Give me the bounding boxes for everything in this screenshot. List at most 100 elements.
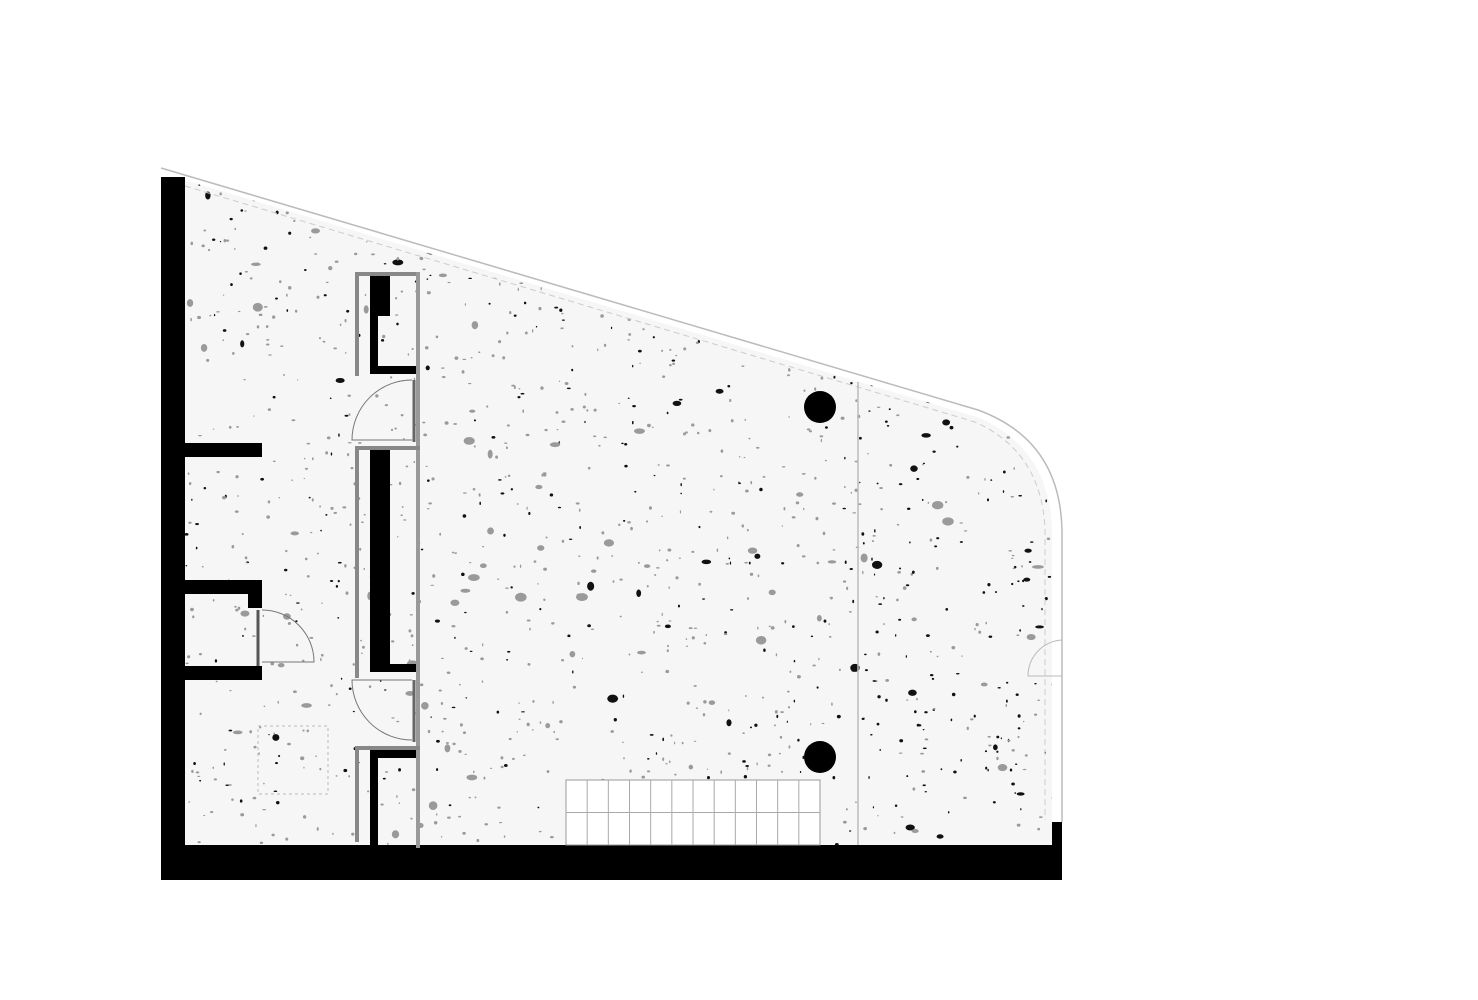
speckle [267, 500, 271, 504]
door-core-lower[interactable] [351, 679, 416, 742]
speckle [627, 339, 631, 341]
speckle [799, 203, 802, 207]
speckle [963, 530, 968, 532]
speckle [870, 384, 874, 387]
speckle [549, 835, 554, 839]
speckle [447, 281, 451, 284]
speckle [509, 311, 512, 315]
speckle [1006, 436, 1011, 439]
speckle [724, 631, 727, 634]
speckle [469, 409, 476, 413]
speckle [698, 582, 701, 586]
speckle [963, 224, 965, 229]
speckle [755, 446, 760, 449]
speckle [517, 287, 519, 292]
speckle [960, 758, 962, 762]
speckle [977, 196, 980, 198]
speckle [908, 689, 917, 696]
speckle [652, 336, 655, 339]
speckle [898, 752, 903, 754]
speckle [876, 406, 881, 408]
speckle [428, 252, 433, 256]
speckle [803, 507, 805, 511]
speckle [504, 587, 509, 589]
speckle [900, 816, 904, 818]
speckle [975, 622, 979, 627]
speckle [999, 381, 1003, 385]
speckle [910, 572, 914, 576]
speckle [678, 229, 681, 234]
speckle [952, 182, 955, 186]
speckle [237, 495, 239, 497]
door-entrance[interactable] [1027, 639, 1063, 677]
speckle [518, 702, 520, 704]
speckle [462, 514, 467, 518]
speckle [996, 750, 999, 753]
speckle [958, 219, 962, 222]
speckle [924, 738, 929, 741]
speckle [773, 724, 776, 727]
door-core-upper[interactable] [351, 379, 416, 442]
speckle [598, 444, 601, 447]
speckle [757, 213, 759, 217]
speckle [411, 788, 416, 792]
speckle [546, 203, 551, 208]
speckle [732, 204, 736, 207]
speckle [503, 533, 506, 537]
speckle [884, 420, 888, 423]
speckle [1003, 402, 1007, 404]
speckle [988, 402, 990, 405]
speckle [806, 218, 810, 221]
speckle [922, 728, 925, 731]
speckle [959, 299, 963, 301]
speckle [1007, 739, 1011, 742]
speckle [725, 218, 733, 228]
speckle [715, 388, 724, 394]
speckle [911, 221, 915, 224]
speckle [320, 653, 324, 657]
speckle [420, 197, 424, 200]
speckle [781, 525, 784, 527]
speckle [1034, 236, 1037, 240]
speckle [1014, 763, 1018, 765]
speckle [898, 618, 902, 621]
speckle [440, 702, 444, 705]
speckle [845, 221, 855, 226]
door-small-room[interactable] [256, 609, 315, 666]
speckle [428, 801, 438, 811]
speckle [954, 324, 958, 327]
speckle [863, 653, 867, 656]
speckle [495, 212, 500, 216]
speckle [646, 585, 649, 588]
speckle [203, 814, 206, 817]
speckle [555, 411, 559, 414]
speckle [426, 508, 430, 510]
speckle [407, 353, 410, 356]
small-room-wall-bottom [185, 666, 262, 680]
speckle [500, 492, 505, 495]
speckle [885, 679, 890, 682]
speckle [814, 387, 817, 391]
speckle [792, 183, 797, 187]
speckle [392, 259, 404, 266]
speckle [424, 346, 429, 350]
speckle [798, 272, 802, 275]
speckle [976, 235, 980, 239]
speckle [942, 268, 946, 270]
speckle [521, 711, 525, 713]
speckle [517, 396, 521, 399]
speckle [408, 629, 412, 633]
speckle [569, 651, 576, 658]
speckle [495, 455, 499, 459]
speckle [1047, 317, 1051, 320]
speckle [575, 502, 580, 505]
speckle [458, 683, 461, 686]
speckle [691, 270, 694, 274]
speckle [332, 832, 334, 836]
speckle [526, 506, 528, 510]
speckle [781, 562, 785, 565]
speckle [743, 456, 746, 459]
speckle [240, 209, 244, 212]
speckle [438, 689, 442, 692]
speckle [347, 442, 352, 444]
